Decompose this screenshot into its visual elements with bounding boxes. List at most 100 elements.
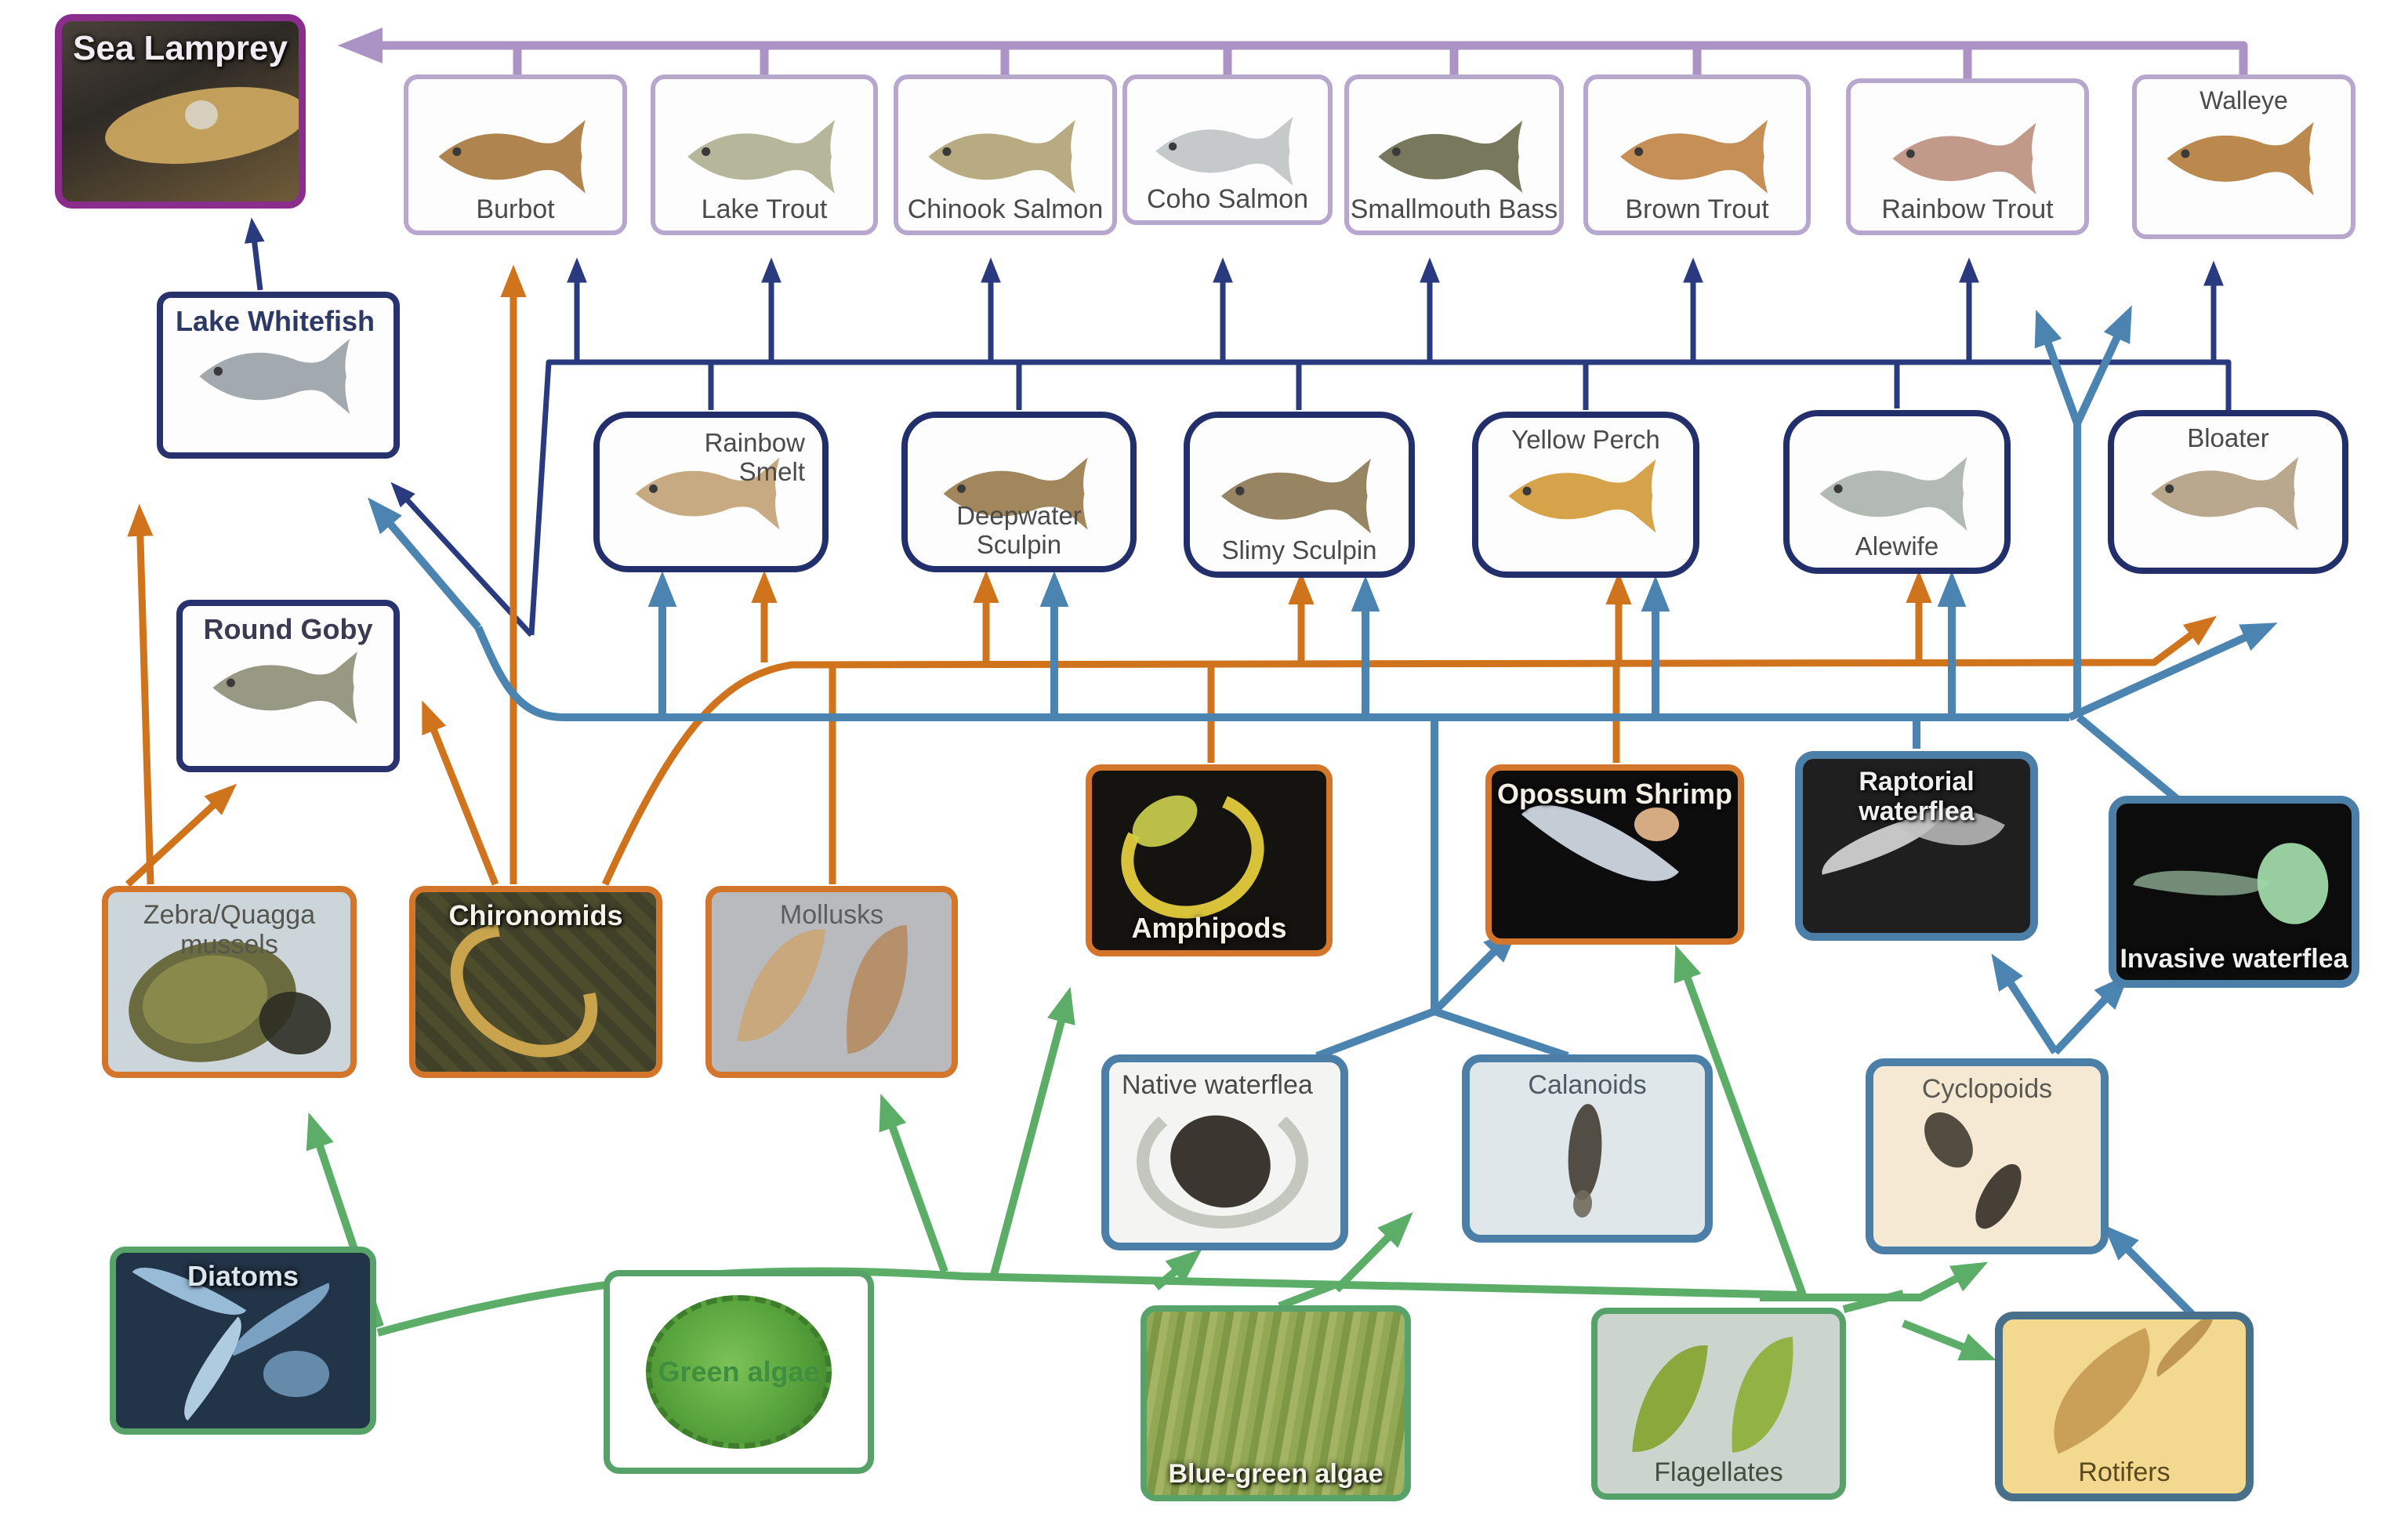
amphipods-label: Amphipods	[1131, 911, 1287, 944]
alewife-fish-icon	[1819, 456, 1967, 531]
calanoids-label: Calanoids	[1528, 1070, 1647, 1100]
node-rainbow-trout: Rainbow Trout	[1846, 78, 2089, 235]
invasive-waterflea-photo-shape	[2250, 837, 2335, 930]
rainbow-trout-fish-icon	[1892, 122, 2036, 194]
edge-green-62	[1760, 1261, 1989, 1301]
edge-green-58	[990, 986, 1075, 1276]
edge-orange-25	[422, 700, 499, 886]
mollusks-photo-shape	[737, 920, 826, 1051]
edge-green-65	[1902, 1319, 1996, 1361]
node-mollusks: Mollusks	[705, 886, 958, 1078]
rainbow-smelt-label: Rainbow Smelt	[704, 428, 805, 486]
sea-lamprey-label: Sea Lamprey	[73, 29, 288, 67]
edge-green-64	[1842, 1290, 1905, 1313]
edge-green-63	[1278, 1280, 1338, 1310]
yellow-perch-label: Yellow Perch	[1511, 425, 1660, 454]
edge-orange-28	[601, 615, 2217, 886]
edge-steel-44	[1315, 717, 1438, 1060]
edge-green-55	[376, 1267, 1804, 1337]
rotifers-photo-shape	[2025, 1327, 2179, 1454]
rotifers-photo-shape	[2145, 1319, 2225, 1377]
edge-navy-9	[390, 481, 534, 637]
zebra-quagga-mussels-label: Zebra/Quagga mussels	[143, 900, 316, 960]
node-yellow-perch: Yellow Perch	[1472, 412, 1699, 578]
burbot-label: Burbot	[476, 194, 555, 224]
node-round-goby: Round Goby	[176, 600, 400, 772]
native-waterflea-label: Native waterflea	[1122, 1070, 1313, 1100]
node-native-waterflea: Native waterflea	[1101, 1054, 1348, 1250]
invasive-waterflea-label: Invasive waterflea	[2120, 943, 2348, 974]
node-diatoms: Diatoms	[110, 1247, 376, 1435]
node-amphipods: Amphipods	[1086, 764, 1333, 956]
node-calanoids: Calanoids	[1462, 1054, 1713, 1243]
yellow-perch-fish-icon	[1508, 459, 1656, 533]
node-rotifers: Rotifers	[1995, 1312, 2254, 1501]
opossum-shrimp-label: Opossum Shrimp	[1496, 778, 1733, 810]
sea-lamprey-photo-shape	[185, 100, 219, 129]
edge-steel-52	[1991, 953, 2059, 1054]
brown-trout-label: Brown Trout	[1625, 194, 1769, 224]
burbot-fish-icon	[438, 119, 586, 194]
edge-navy-8	[528, 359, 2232, 636]
rainbow-trout-label: Rainbow Trout	[1881, 194, 2054, 224]
node-sea-lamprey: Sea Lamprey	[55, 14, 306, 209]
edge-steel-41	[2073, 305, 2132, 426]
flagellates-label: Flagellates	[1654, 1457, 1783, 1487]
deepwater-sculpin-label: Deepwater Sculpin	[956, 501, 1082, 560]
rainbow-smelt-fish-icon	[635, 457, 780, 530]
edge-green-59	[1153, 1249, 1202, 1290]
edge-steel-45	[1431, 927, 1519, 1014]
cyclopoids-label: Cyclopoids	[1921, 1074, 2053, 1104]
edge-navy-23	[244, 217, 265, 291]
node-rainbow-smelt: Rainbow Smelt	[593, 412, 829, 572]
node-deepwater-sculpin: Deepwater Sculpin	[901, 412, 1137, 572]
calanoids-photo-shape	[1572, 1189, 1594, 1218]
mollusks-photo-shape	[835, 924, 919, 1054]
blue-green-algae-label: Blue-green algae	[1168, 1458, 1384, 1489]
round-goby-label: Round Goby	[203, 613, 373, 645]
node-invasive-waterflea: Invasive waterflea	[2109, 796, 2359, 988]
diatoms-label: Diatoms	[187, 1260, 299, 1292]
chinook-salmon-fish-icon	[928, 119, 1075, 194]
deepwater-sculpin-fish-icon	[943, 457, 1088, 530]
lake-trout-fish-icon	[687, 119, 835, 194]
smallmouth-bass-label: Smallmouth Bass	[1350, 194, 1558, 224]
opossum-shrimp-photo-shape	[1634, 807, 1679, 841]
edge-steel-38	[368, 497, 481, 630]
edge-steel-43	[2076, 714, 2189, 809]
node-coho-salmon: Coho Salmon	[1122, 74, 1333, 225]
node-raptorial-waterflea: Raptorial waterflea	[1795, 751, 2038, 941]
diatoms-photo-shape	[263, 1351, 330, 1397]
mollusks-label: Mollusks	[779, 900, 884, 930]
walleye-label: Walleye	[2199, 86, 2288, 114]
bloater-fish-icon	[2151, 456, 2299, 531]
bloater-label: Bloater	[2187, 423, 2269, 452]
smallmouth-bass-fish-icon	[1378, 120, 1523, 193]
edge-green-60	[1333, 1212, 1413, 1293]
chironomids-label: Chironomids	[448, 899, 623, 931]
node-flagellates: Flagellates	[1591, 1308, 1846, 1500]
node-lake-trout: Lake Trout	[651, 74, 878, 235]
coho-salmon-label: Coho Salmon	[1146, 183, 1308, 214]
node-chinook-salmon: Chinook Salmon	[894, 74, 1117, 235]
lake-trout-label: Lake Trout	[701, 194, 828, 224]
edge-steel-39	[2067, 622, 2278, 721]
flagellates-photo-shape	[1632, 1340, 1708, 1457]
edge-purple-0	[337, 27, 2248, 74]
round-goby-fish-icon	[212, 651, 357, 724]
node-alewife: Alewife	[1783, 410, 2011, 574]
edge-green-61	[1674, 945, 1807, 1297]
raptorial-waterflea-label: Raptorial waterflea	[1859, 767, 1975, 827]
node-cyclopoids: Cyclopoids	[1866, 1058, 2109, 1254]
calanoids-photo-shape	[1565, 1102, 1605, 1202]
edge-steel-53	[2052, 973, 2130, 1055]
coho-salmon-fish-icon	[1155, 116, 1293, 186]
walleye-fish-icon	[2167, 122, 2314, 195]
node-chironomids: Chironomids	[409, 886, 662, 1078]
green-algae-label: Green algae	[658, 1355, 820, 1388]
node-bloater: Bloater	[2108, 410, 2348, 574]
node-lake-whitefish: Lake Whitefish	[157, 292, 400, 459]
slimy-sculpin-label: Slimy Sculpin	[1221, 535, 1377, 565]
